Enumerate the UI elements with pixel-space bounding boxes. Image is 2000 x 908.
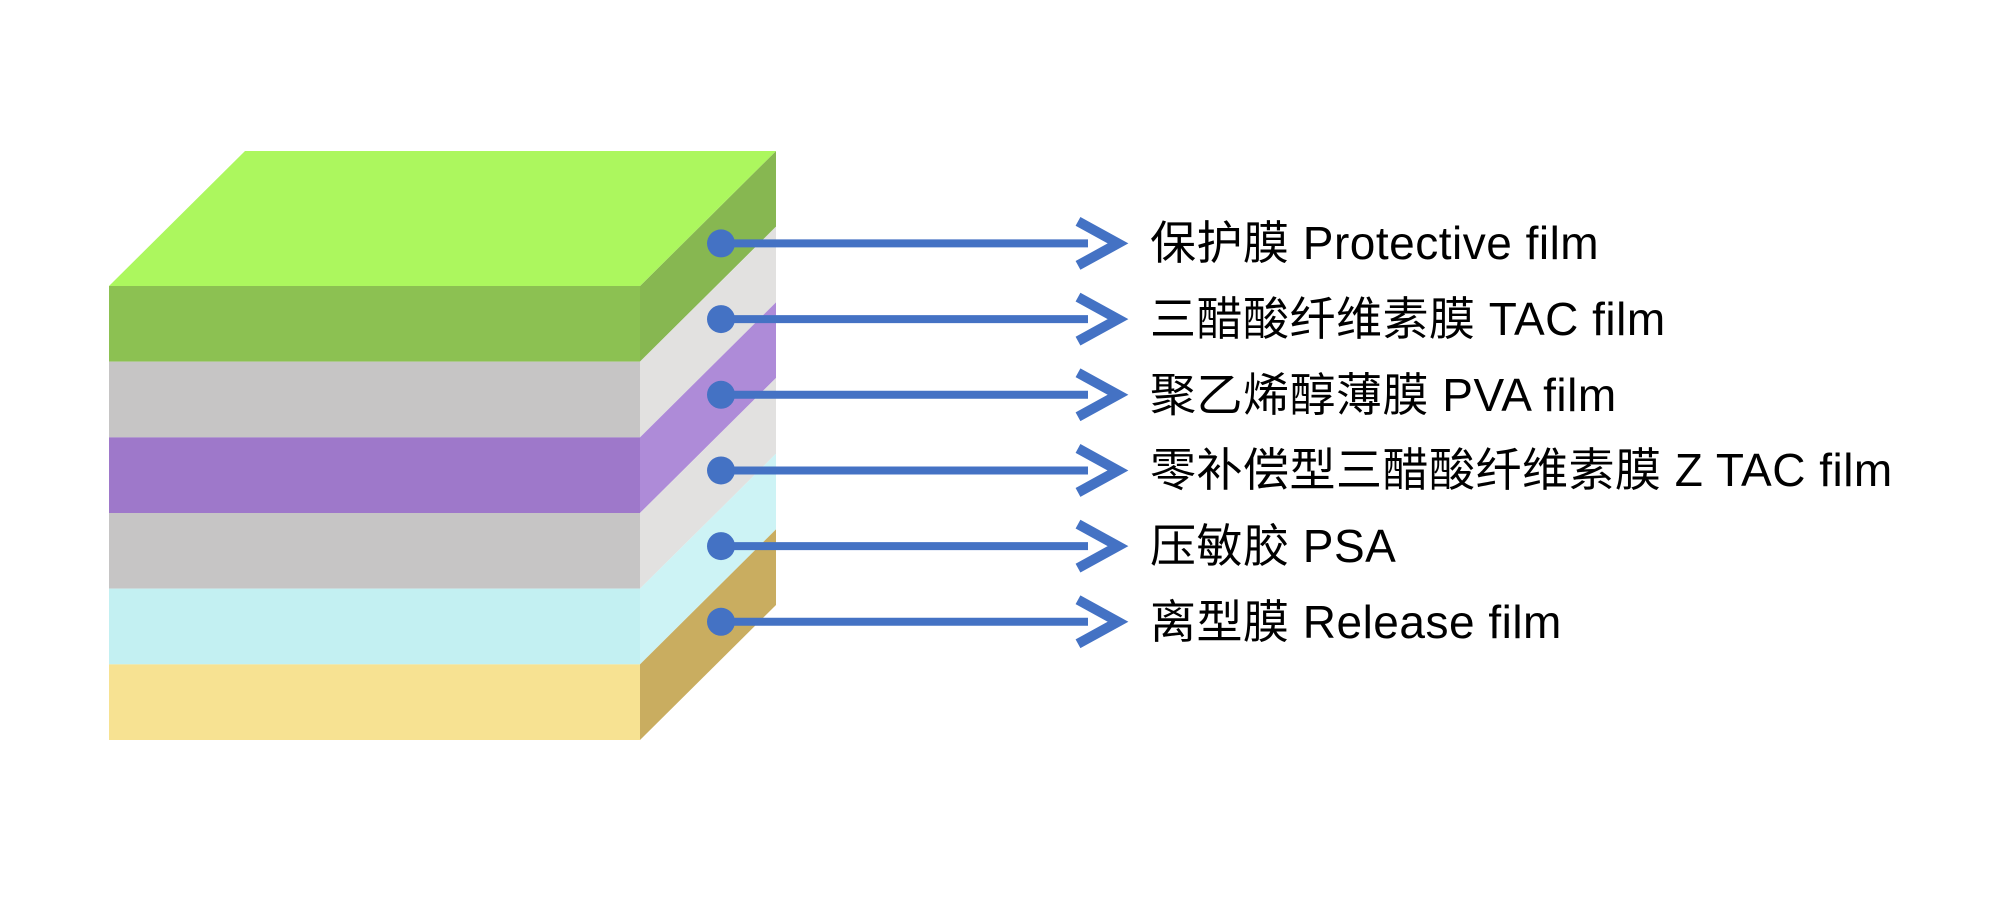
arrowhead-icon: [1075, 217, 1129, 270]
layer-side-face-release-film: [640, 529, 776, 741]
arrowhead-icon: [1075, 292, 1129, 346]
callout-release-film: [707, 595, 1129, 649]
layer-side-face-z-tac-film: [640, 378, 776, 589]
callout-z-tac-film: [707, 444, 1129, 497]
layer-front-face-z-tac-film: [109, 513, 640, 589]
callout-dot: [707, 456, 735, 485]
callout-dot: [707, 229, 735, 258]
layer-side-face-pva-film: [640, 302, 776, 514]
layer-front-face-tac-film: [109, 361, 640, 438]
callout-dot: [707, 532, 735, 561]
arrowhead-icon: [1075, 519, 1129, 573]
layer-front-face-pva-film: [109, 437, 640, 514]
callout-pva-film: [707, 368, 1129, 422]
arrowhead-icon: [1075, 595, 1129, 649]
callout-tac-film: [707, 292, 1129, 346]
arrowhead-icon: [1075, 444, 1129, 497]
callout-dot: [707, 380, 735, 409]
callout-protective-film: [707, 217, 1129, 270]
layer-front-face-release-film: [109, 664, 640, 741]
layer-side-face-tac-film: [640, 226, 776, 438]
layer-front-face-protective-film: [109, 286, 640, 362]
arrowhead-icon: [1075, 368, 1129, 422]
layer-side-face-protective-film: [640, 151, 776, 362]
stack-top-face: [109, 151, 776, 286]
layer-front-face-psa: [109, 588, 640, 665]
callout-dot: [707, 305, 735, 334]
callout-psa: [707, 519, 1129, 573]
layer-side-face-psa: [640, 453, 776, 665]
callout-dot: [707, 607, 735, 636]
